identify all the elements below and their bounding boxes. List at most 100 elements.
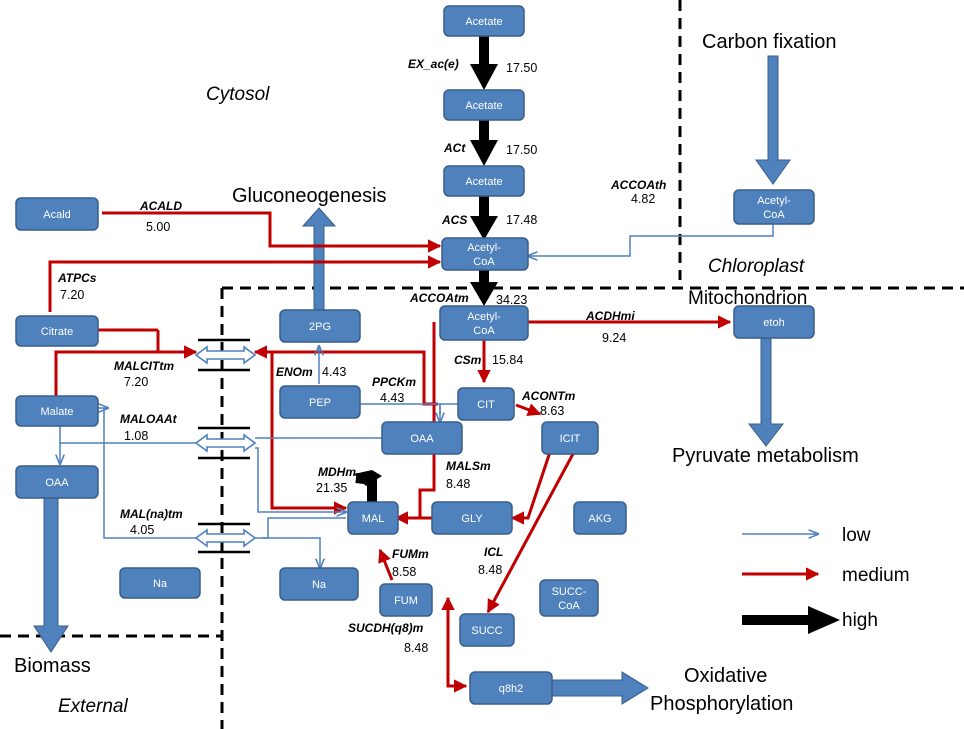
svg-text:Acetate: Acetate [465, 100, 502, 112]
rxn-ex-ac-flux: 17.50 [506, 61, 537, 75]
malate-to-transport [54, 345, 198, 396]
node-citrate[interactable]: Citrate [15, 315, 99, 347]
svg-text:FUM: FUM [394, 595, 418, 607]
accoath-arrow [528, 222, 774, 256]
svg-text:CIT: CIT [477, 399, 495, 411]
svg-text:2PG: 2PG [309, 321, 331, 333]
svg-text:CoA: CoA [763, 209, 785, 221]
node-acetylcoa-mit[interactable]: Acetyl- CoA [439, 305, 529, 341]
svg-text:Na: Na [153, 578, 168, 590]
label-carbon-fixation: Carbon fixation [702, 31, 837, 53]
icl-to-gly-arrow [510, 451, 552, 525]
oxphos-arrow [551, 671, 649, 705]
legend-low-label: low [842, 525, 871, 546]
rxn-csm-flux: 15.84 [492, 353, 523, 367]
node-na-cyt[interactable]: Na [119, 567, 201, 599]
pyruvate-metabolism-arrow [747, 335, 785, 447]
region-mitochondrion: Mitochondrion [688, 288, 807, 309]
node-gly[interactable]: GLY [431, 501, 513, 535]
rxn-acdhmi-name: ACDHmi [585, 309, 635, 323]
high-flux-arrowheads [354, 64, 840, 634]
node-2pg[interactable]: 2PG [279, 309, 361, 343]
node-acetate-ext[interactable]: Acetate [443, 5, 525, 37]
rxn-acontm-name: ACONTm [521, 389, 576, 403]
node-etoh[interactable]: etoh [733, 305, 815, 339]
node-oaa-mit[interactable]: OAA [381, 421, 463, 455]
rxn-accoatm-name: ACCOAtm [409, 291, 469, 305]
svg-text:Malate: Malate [40, 406, 73, 418]
sucdh-arrow [446, 604, 468, 693]
rxn-mdhm-name: MDHm [318, 465, 356, 479]
node-acetate-peri[interactable]: Acetate [443, 89, 525, 121]
rxn-icl-flux: 8.48 [478, 563, 502, 577]
node-na-mit[interactable]: Na [279, 567, 359, 601]
node-malate[interactable]: Malate [15, 395, 99, 427]
svg-text:CoA: CoA [558, 600, 580, 612]
label-gluconeogenesis: Gluconeogenesis [232, 185, 387, 207]
node-mal[interactable]: MAL [347, 501, 399, 535]
rxn-fumm-flux: 8.58 [392, 565, 416, 579]
icl-arrow [486, 451, 576, 614]
rxn-atpcs-flux: 7.20 [60, 288, 84, 302]
node-q8h2[interactable]: q8h2 [469, 671, 553, 705]
node-oaa-cyt[interactable]: OAA [15, 465, 99, 499]
svg-text:CoA: CoA [473, 325, 495, 337]
transporter-double-arrows [194, 345, 257, 548]
node-succ[interactable]: SUCC [459, 613, 515, 647]
rxn-acs-flux: 17.48 [506, 213, 537, 227]
low-flux-arrows [60, 222, 818, 568]
rxn-malnatm-flux: 4.05 [130, 523, 154, 537]
rxn-act-flux: 17.50 [506, 143, 537, 157]
node-acetylcoa-cyt[interactable]: Acetyl- CoA [441, 237, 529, 271]
rxn-acontm-flux: 8.63 [540, 404, 564, 418]
node-akg[interactable]: AKG [573, 501, 627, 535]
rxn-malsm-flux: 8.48 [446, 477, 470, 491]
svg-text:MAL: MAL [362, 513, 385, 525]
malnatm-to-mal [255, 517, 346, 539]
node-acetylcoa-chl[interactable]: Acetyl- CoA [733, 189, 815, 225]
acontm-arrow [515, 403, 542, 417]
rxn-ppckm-name: PPCKm [372, 375, 416, 389]
svg-text:Acetyl-: Acetyl- [757, 195, 791, 207]
malnatm-arrow [103, 408, 196, 539]
node-cit[interactable]: CIT [457, 387, 515, 421]
svg-text:Citrate: Citrate [41, 326, 73, 338]
svg-text:Acetate: Acetate [465, 16, 502, 28]
malnatm-to-na [262, 537, 320, 568]
rxn-fumm-name: FUMm [392, 547, 429, 561]
region-labels: Cytosol Chloroplast Mitochondrion Extern… [58, 84, 807, 717]
node-acald[interactable]: Acald [15, 197, 99, 231]
svg-text:Acetyl-: Acetyl- [467, 242, 501, 254]
node-succcoa[interactable]: SUCC- CoA [539, 579, 599, 617]
rxn-accoath-flux: 4.82 [631, 192, 655, 206]
rxn-malcittm-flux: 7.20 [124, 375, 148, 389]
rxn-acs-name: ACS [441, 213, 467, 227]
svg-text:OAA: OAA [410, 433, 434, 445]
node-icit[interactable]: ICIT [541, 421, 599, 455]
rxn-accoath-name: ACCOAth [610, 178, 666, 192]
fumm-arrow [378, 548, 394, 581]
svg-text:Acetyl-: Acetyl- [467, 311, 501, 323]
oaa-to-transport [255, 447, 346, 512]
svg-text:ICIT: ICIT [560, 433, 581, 445]
node-pep[interactable]: PEP [279, 385, 361, 419]
svg-text:CoA: CoA [473, 256, 495, 268]
svg-text:Na: Na [312, 579, 327, 591]
label-biomass: Biomass [14, 655, 91, 677]
rxn-ppckm-flux: 4.43 [380, 391, 404, 405]
rxn-maloaat-name: MALOAAt [120, 412, 178, 426]
rxn-malnatm-name: MAL(na)tm [120, 507, 183, 521]
rxn-malcittm-name: MALCITtm [114, 359, 174, 373]
node-fum[interactable]: FUM [379, 583, 433, 617]
region-cytosol: Cytosol [206, 84, 270, 105]
svg-text:OAA: OAA [45, 477, 69, 489]
label-pyruvate-metabolism: Pyruvate metabolism [672, 445, 859, 467]
label-oxphos-line2: Phosphorylation [650, 693, 793, 715]
svg-text:AKG: AKG [588, 513, 611, 525]
node-acetate-cyt[interactable]: Acetate [443, 165, 525, 197]
rxn-atpcs-name: ATPCs [57, 271, 97, 285]
svg-text:SUCC-: SUCC- [552, 586, 587, 598]
